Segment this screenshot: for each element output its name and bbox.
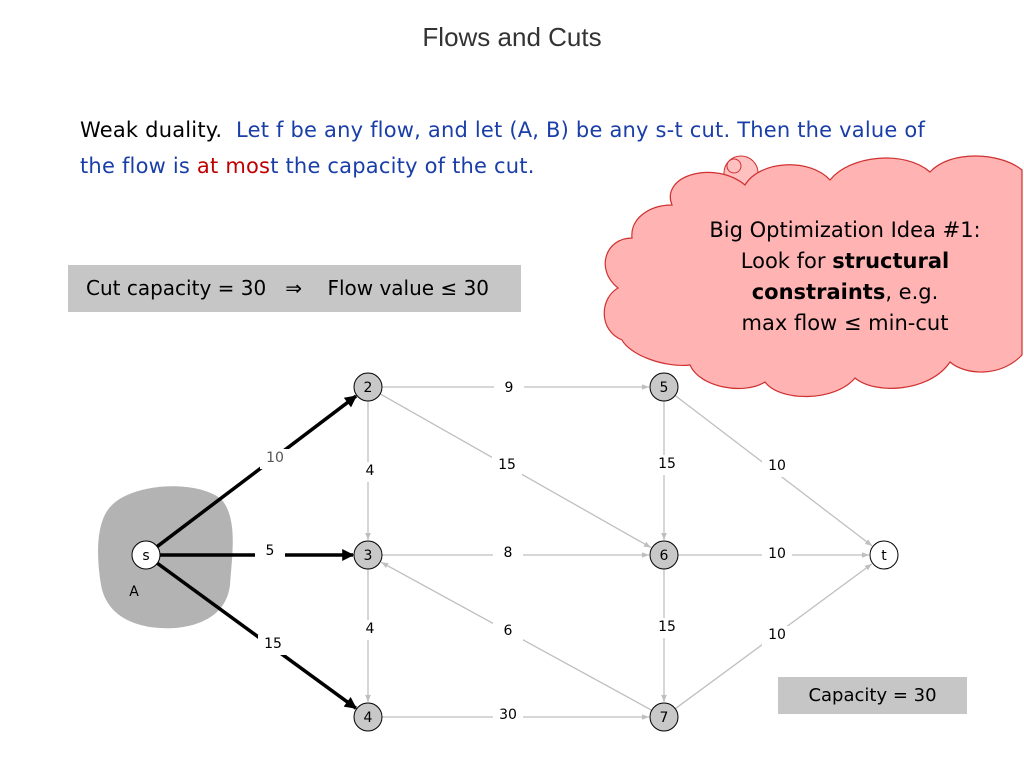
node-3 (353, 540, 383, 570)
edge-label-bg (762, 457, 792, 477)
node-label-2: 2 (364, 380, 373, 396)
thought-cloud (603, 155, 1023, 398)
edge-capacity-label: 15 (264, 636, 282, 652)
edge-capacity-label: 10 (768, 546, 786, 562)
edge-label-bg (652, 455, 682, 475)
statement-highlight-2: mos (225, 154, 271, 178)
edge-capacity-label: 4 (366, 463, 375, 479)
cloud-line-3-bold: constraints (751, 280, 886, 304)
node-label-3: 3 (364, 548, 373, 564)
node-label-t: t (881, 548, 887, 564)
edge-label-bg (493, 622, 523, 642)
node-2 (353, 372, 383, 402)
node-label-5: 5 (660, 380, 669, 396)
node-label-6: 6 (660, 548, 669, 564)
node-t (869, 540, 899, 570)
edge-label-bg (493, 544, 523, 564)
edge-label-bg (493, 706, 523, 726)
cut-region-a (98, 486, 233, 629)
node-4 (353, 702, 383, 732)
cloud-line-1: Big Optimization Idea #1: (709, 218, 981, 242)
edge-capacity-label: 9 (505, 380, 514, 396)
edge-label-bg (260, 449, 290, 469)
edge-label-bg (355, 620, 385, 640)
edge-label-bg (762, 545, 792, 565)
edge-capacity-label: 10 (768, 627, 786, 643)
edge-capacity-label: 15 (498, 457, 516, 473)
cloud-line-2-bold: structural (832, 249, 950, 273)
region-label-a: A (129, 584, 139, 600)
node-s (131, 540, 161, 570)
node-label-4: 4 (364, 710, 373, 726)
cloud-shape (603, 155, 1023, 398)
node-label-7: 7 (660, 710, 669, 726)
edge-capacity-label: 8 (504, 545, 513, 561)
cloud-text: Big Optimization Idea #1: Look for struc… (672, 215, 1018, 339)
edge-capacity-label: 4 (366, 621, 375, 637)
node-5 (649, 372, 679, 402)
edge-label-bg (255, 542, 285, 562)
edge-label-bg (652, 618, 682, 638)
cloud-line-2: Look for structural (672, 246, 1018, 277)
cloud-line-3: constraints, e.g. (672, 277, 1018, 308)
edge-s-4 (156, 561, 357, 710)
edge-capacity-label: 10 (768, 458, 786, 474)
edge-label-bg (494, 379, 524, 399)
edge-label-bg (355, 462, 385, 482)
edge-s-2 (156, 394, 358, 548)
weak-duality-statement: Weak duality. Let f be any flow, and let… (80, 112, 960, 184)
page-title: Flows and Cuts (422, 22, 602, 52)
edge-capacity-label: 15 (658, 619, 676, 635)
statement-highlight-1: at (196, 154, 219, 178)
cloud-line-2-prefix: Look for (740, 249, 833, 273)
edge-label-bg (492, 456, 522, 476)
node-6 (649, 540, 679, 570)
edge-capacity-label: 30 (499, 707, 517, 723)
cloud-line-3-suffix: , e.g. (885, 280, 939, 304)
statement-body-2: t the capacity of the cut. (270, 154, 535, 178)
statement-body-1: Let f be any flow, and let (A, B) be any… (80, 118, 926, 178)
cloud-line-4: max flow ≤ min-cut (741, 311, 949, 335)
cut-capacity-box: Cut capacity = 30 ⇒ Flow value ≤ 30 (68, 265, 521, 312)
edge-label-bg (258, 635, 288, 655)
edge-capacity-label: 15 (658, 456, 676, 472)
edge-label-bg (762, 626, 792, 646)
edge-capacity-label: 10 (266, 450, 284, 466)
edge-capacity-label: 5 (266, 543, 275, 559)
node-7 (649, 702, 679, 732)
statement-lead: Weak duality. (80, 118, 223, 142)
edge-capacity-label: 6 (504, 623, 513, 639)
capacity-box: Capacity = 30 (778, 677, 967, 714)
node-label-s: s (142, 548, 149, 564)
